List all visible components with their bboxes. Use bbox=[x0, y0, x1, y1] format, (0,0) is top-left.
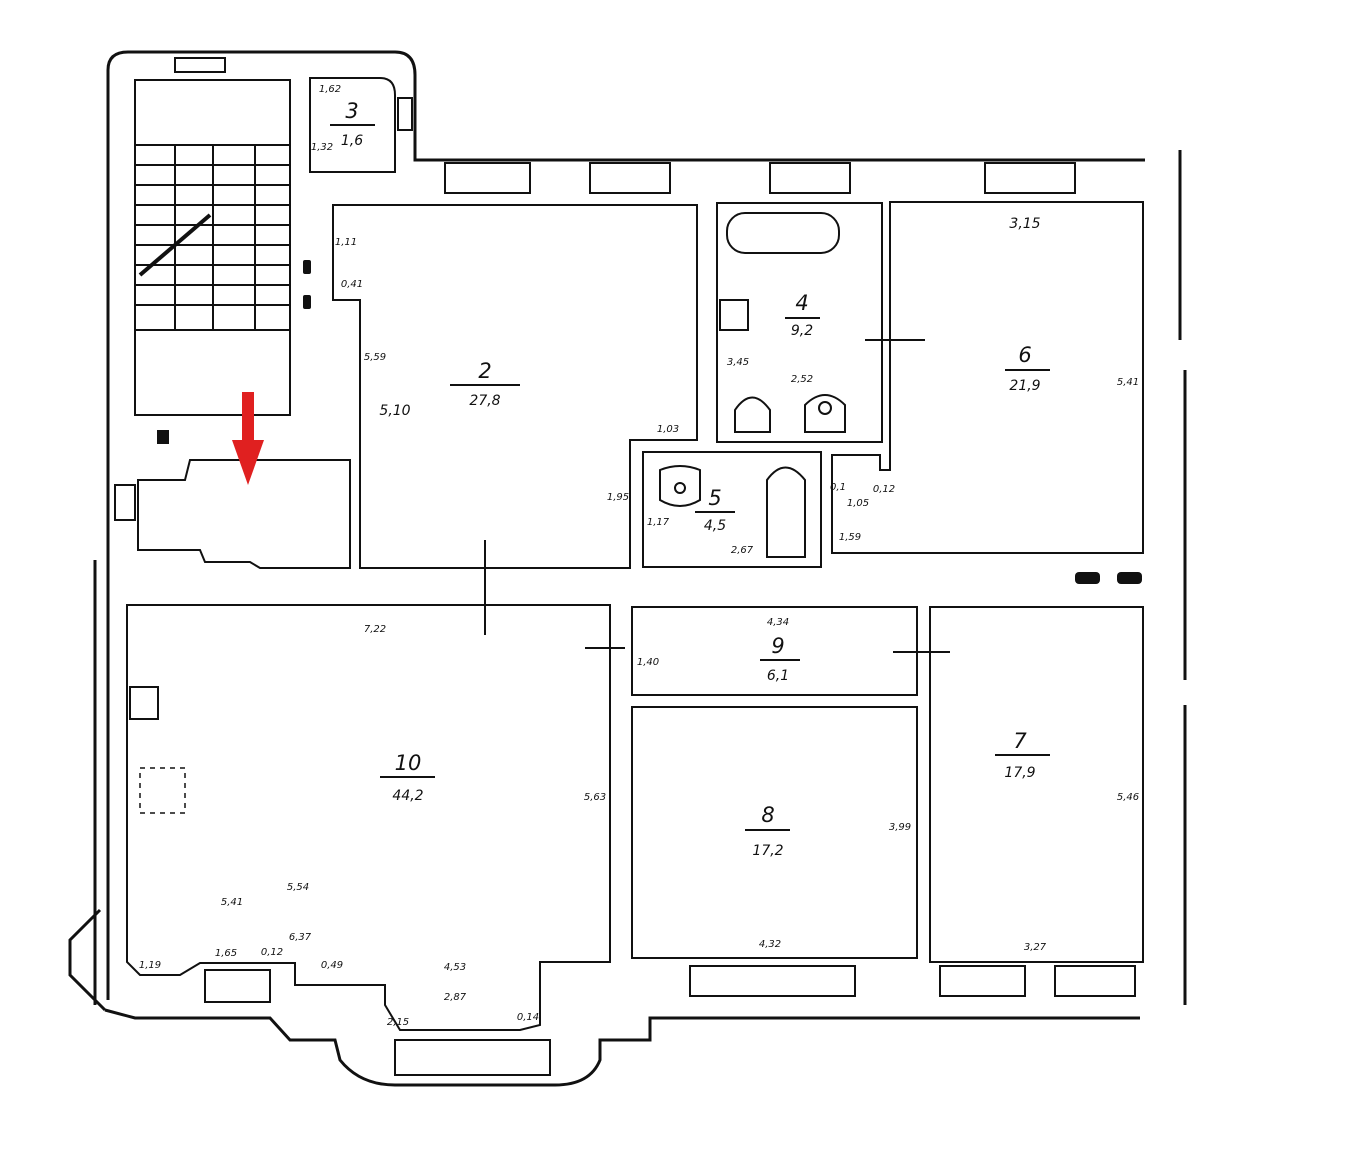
svg-text:5,41: 5,41 bbox=[221, 897, 243, 908]
svg-text:6,1: 6,1 bbox=[767, 668, 789, 684]
svg-text:4: 4 bbox=[795, 291, 808, 315]
staircase bbox=[134, 57, 291, 416]
svg-text:4,5: 4,5 bbox=[704, 518, 726, 534]
svg-text:1,19: 1,19 bbox=[139, 960, 161, 971]
entrance-arrow-marker bbox=[232, 392, 264, 485]
room-1-entrance bbox=[114, 392, 351, 569]
svg-text:10: 10 bbox=[395, 751, 422, 775]
room-7: 7 17,9 3,27 5,46 bbox=[929, 606, 1144, 997]
svg-text:1,59: 1,59 bbox=[839, 532, 861, 543]
room-10: 10 44,2 7,22 5,63 5,41 5,54 6,37 0,12 1,… bbox=[126, 540, 611, 1076]
svg-text:0,14: 0,14 bbox=[517, 1012, 539, 1023]
svg-text:1,32: 1,32 bbox=[311, 142, 333, 153]
svg-text:1,17: 1,17 bbox=[647, 517, 670, 528]
svg-text:5,59: 5,59 bbox=[364, 352, 386, 363]
svg-text:5,54: 5,54 bbox=[287, 882, 309, 893]
svg-text:4,53: 4,53 bbox=[444, 962, 466, 973]
svg-text:9,2: 9,2 bbox=[791, 323, 813, 339]
room-8: 8 17,2 4,32 3,99 bbox=[631, 706, 918, 997]
svg-text:5,41: 5,41 bbox=[1117, 377, 1139, 388]
svg-text:1,05: 1,05 bbox=[847, 498, 869, 509]
svg-text:3,15: 3,15 bbox=[1009, 216, 1040, 232]
svg-text:4,34: 4,34 bbox=[767, 617, 789, 628]
svg-text:5,63: 5,63 bbox=[584, 792, 606, 803]
svg-text:1,95: 1,95 bbox=[607, 492, 629, 503]
wall-fixtures bbox=[157, 260, 311, 444]
svg-text:1,03: 1,03 bbox=[657, 424, 679, 435]
svg-text:2,15: 2,15 bbox=[387, 1017, 409, 1028]
svg-text:3,45: 3,45 bbox=[727, 357, 749, 368]
room-3: 3 1,6 1,62 1,32 bbox=[309, 77, 413, 173]
outer-walls bbox=[68, 50, 1187, 1087]
svg-text:0,49: 0,49 bbox=[321, 960, 343, 971]
svg-text:0,12: 0,12 bbox=[873, 484, 895, 495]
svg-text:2,67: 2,67 bbox=[731, 545, 754, 556]
room-6: 6 21,9 3,15 5,41 0,1 0,12 1,05 1,59 bbox=[769, 162, 1144, 584]
svg-text:1,62: 1,62 bbox=[319, 84, 341, 95]
svg-text:3: 3 bbox=[345, 99, 358, 123]
svg-text:6: 6 bbox=[1018, 343, 1031, 367]
svg-text:27,8: 27,8 bbox=[469, 393, 500, 409]
svg-text:17,2: 17,2 bbox=[752, 843, 783, 859]
room-5-bathroom: 5 4,5 2,67 1,17 bbox=[642, 451, 822, 568]
svg-text:7,22: 7,22 bbox=[364, 624, 386, 635]
svg-text:8: 8 bbox=[761, 803, 774, 827]
svg-text:1,11: 1,11 bbox=[335, 237, 357, 248]
svg-text:5,46: 5,46 bbox=[1117, 792, 1139, 803]
svg-text:0,12: 0,12 bbox=[261, 947, 283, 958]
room-2: 2 27,8 1,11 0,41 5,59 5,10 1,03 1,95 bbox=[332, 162, 698, 569]
svg-text:0,41: 0,41 bbox=[341, 279, 363, 290]
svg-text:2,52: 2,52 bbox=[791, 374, 813, 385]
svg-text:1,6: 1,6 bbox=[341, 133, 363, 149]
svg-text:2,87: 2,87 bbox=[444, 992, 467, 1003]
svg-text:7: 7 bbox=[1013, 729, 1027, 753]
svg-text:1,40: 1,40 bbox=[637, 657, 659, 668]
svg-text:0,1: 0,1 bbox=[830, 482, 846, 493]
svg-text:5: 5 bbox=[708, 486, 721, 510]
svg-text:9: 9 bbox=[771, 634, 784, 658]
svg-text:3,99: 3,99 bbox=[889, 822, 911, 833]
room-9-corridor: 9 6,1 4,34 1,40 bbox=[585, 606, 950, 696]
svg-text:5,10: 5,10 bbox=[379, 403, 410, 419]
svg-text:44,2: 44,2 bbox=[392, 788, 423, 804]
svg-text:3,27: 3,27 bbox=[1024, 942, 1047, 953]
svg-text:1,65: 1,65 bbox=[215, 948, 237, 959]
room-4-bathroom: 4 9,2 2,52 3,45 bbox=[716, 202, 925, 443]
svg-text:21,9: 21,9 bbox=[1009, 378, 1040, 394]
svg-text:2: 2 bbox=[478, 359, 491, 383]
svg-text:4,32: 4,32 bbox=[759, 939, 781, 950]
svg-text:17,9: 17,9 bbox=[1004, 765, 1035, 781]
svg-text:6,37: 6,37 bbox=[289, 932, 312, 943]
